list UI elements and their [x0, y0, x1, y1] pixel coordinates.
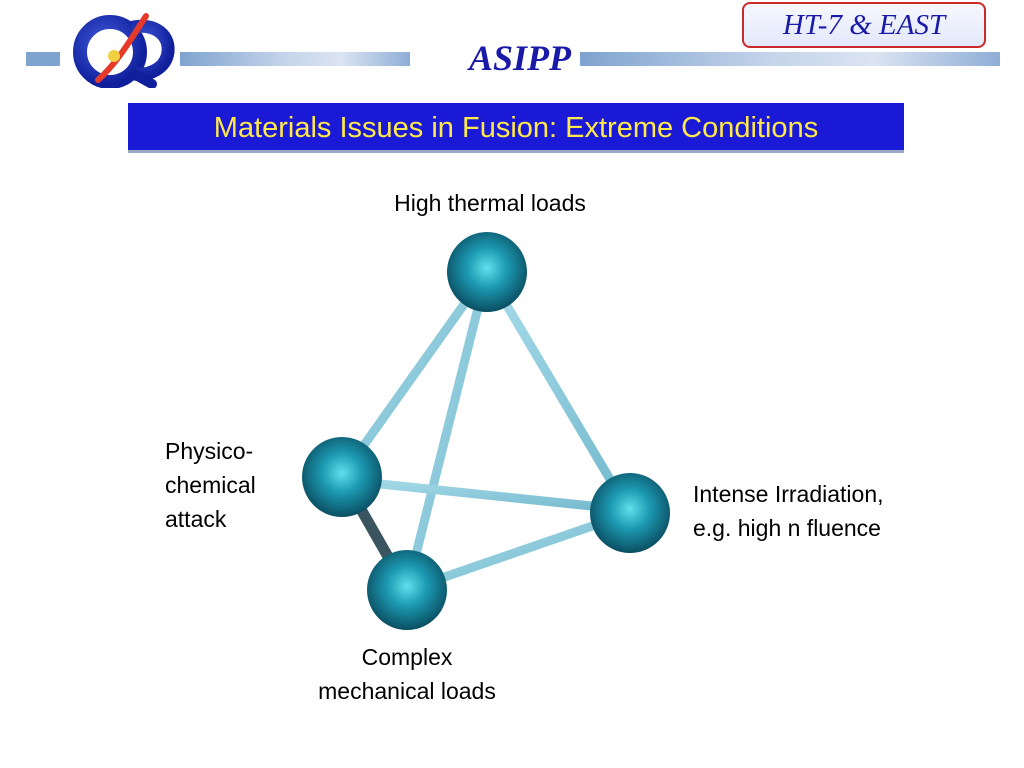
- header-bar: [26, 52, 1000, 66]
- edge-top-right: [482, 267, 635, 518]
- label-line: Intense Irradiation,: [693, 481, 884, 507]
- slide-title: Materials Issues in Fusion: Extreme Cond…: [128, 103, 904, 153]
- project-badge: HT-7 & EAST: [742, 2, 986, 48]
- label-complex-mechanical-loads: Complex mechanical loads: [276, 640, 538, 708]
- label-line: Physico-: [165, 438, 254, 464]
- edge-left-right: [337, 475, 635, 515]
- node-top: [447, 232, 527, 312]
- label-intense-irradiation: Intense Irradiation, e.g. high n fluence: [693, 477, 993, 545]
- label-line: mechanical loads: [318, 678, 496, 704]
- label-line: Complex: [361, 644, 453, 670]
- edge-top-left: [337, 267, 492, 481]
- institute-logo: [73, 13, 175, 88]
- node-left: [302, 437, 382, 517]
- edge-top-bottom: [402, 267, 492, 595]
- label-line: attack: [165, 506, 227, 532]
- label-line: High thermal loads: [394, 190, 586, 216]
- label-high-thermal-loads: High thermal loads: [340, 186, 640, 220]
- node-right: [590, 473, 670, 553]
- org-name: ASIPP: [468, 38, 572, 78]
- node-bottom: [367, 550, 447, 630]
- label-line: chemical: [165, 472, 256, 498]
- label-line: e.g. high n fluence: [693, 515, 881, 541]
- label-physico-chemical-attack: Physico- chemical attack: [165, 434, 295, 536]
